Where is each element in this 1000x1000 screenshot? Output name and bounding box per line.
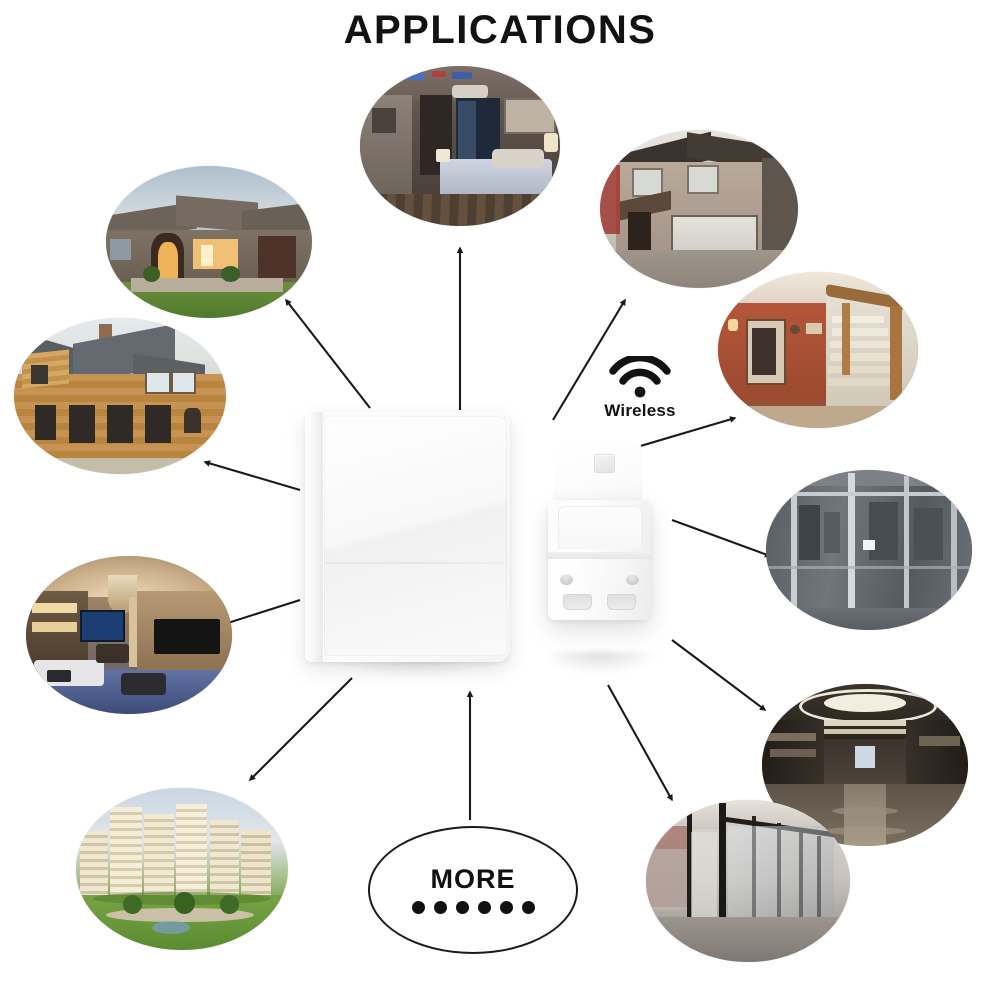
wall-switch-product[interactable]	[305, 412, 516, 678]
more-dot	[433, 901, 447, 914]
more-dot	[499, 901, 513, 914]
application-oval-bedroom[interactable]	[360, 66, 560, 226]
receiver-screw-right	[626, 574, 639, 585]
wifi-icon	[609, 356, 671, 398]
log-cabin-scene	[14, 318, 226, 474]
wall-switch-rocker-plate[interactable]	[324, 416, 507, 656]
living-room-scene	[26, 556, 232, 714]
receiver-module-product[interactable]	[548, 440, 661, 674]
more-dot	[411, 901, 425, 914]
staircase-hall-scene	[718, 272, 918, 428]
application-oval-stone-house[interactable]	[106, 166, 312, 318]
more-dot	[455, 901, 469, 914]
application-oval-glass-corridor[interactable]	[646, 800, 850, 962]
receiver-terminal-slot-right	[607, 594, 636, 610]
receiver-lid	[558, 506, 642, 549]
wall-switch-seam	[324, 562, 507, 564]
wireless-label: Wireless	[604, 401, 676, 420]
application-oval-living-room[interactable]	[26, 556, 232, 714]
glass-corridor-scene	[646, 800, 850, 962]
receiver-ridge	[548, 552, 651, 559]
application-oval-staircase-hall[interactable]	[718, 272, 918, 428]
receiver-body	[548, 500, 651, 620]
receiver-pair-button[interactable]	[594, 454, 615, 473]
more-dots	[411, 901, 535, 914]
connector-to-apartment-blocks	[248, 677, 353, 782]
receiver-screw-left	[560, 574, 573, 585]
application-oval-log-cabin[interactable]	[14, 318, 226, 474]
more-node[interactable]: MORE	[368, 826, 578, 954]
more-dot	[521, 901, 535, 914]
stone-house-scene	[106, 166, 312, 318]
connector-to-glass-corridor	[607, 684, 673, 802]
application-oval-suburban-house[interactable]	[600, 130, 798, 288]
apartment-blocks-scene	[76, 788, 288, 950]
bedroom-scene	[360, 66, 560, 226]
receiver-terminal-slot-left	[563, 594, 592, 610]
connector-to-glass-office	[671, 519, 772, 558]
page-title: APPLICATIONS	[343, 8, 657, 52]
suburban-house-scene	[600, 130, 798, 288]
wall-switch-side-bevel	[305, 412, 323, 662]
application-oval-glass-office[interactable]	[766, 470, 972, 630]
application-oval-apartment-blocks[interactable]	[76, 788, 288, 950]
wireless-badge: Wireless	[590, 356, 690, 421]
receiver-shadow	[550, 652, 661, 674]
more-label: MORE	[430, 864, 516, 894]
connector-to-hotel-corridor	[671, 639, 767, 711]
more-dot	[477, 901, 491, 914]
glass-office-scene	[766, 470, 972, 630]
